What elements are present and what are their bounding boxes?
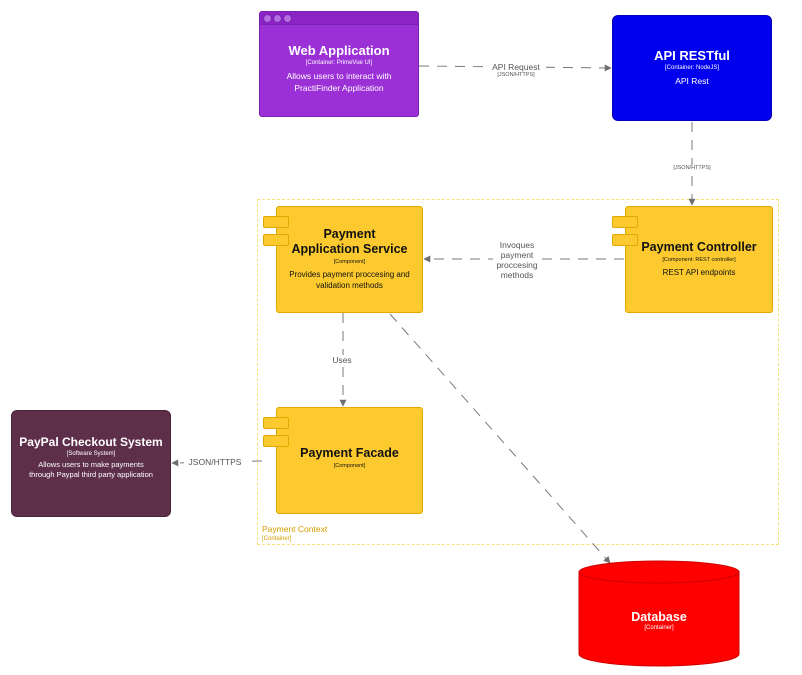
database-node[interactable]: Database [Container] (578, 560, 740, 668)
web-application-node[interactable]: Web Application [Container: PrimeVue UI]… (259, 11, 419, 117)
edge-label-api-to-controller: [JSON/HTTPS] (668, 165, 716, 172)
node-description: Allows users to interact with PractiFind… (286, 71, 392, 93)
node-title: Web Application (288, 43, 390, 58)
node-subtitle: [Software System] (66, 451, 116, 457)
edge-label-tech: [JSON/HTTPS] (497, 72, 535, 78)
node-subtitle: [Component] (333, 259, 366, 265)
paypal-checkout-system-node[interactable]: PayPal Checkout System [Software System]… (11, 410, 171, 517)
component-tab-icon (263, 417, 289, 429)
payment-application-service-node[interactable]: Payment Application Service [Component] … (263, 206, 423, 313)
edge-label-text: API Request (492, 62, 540, 72)
browser-dot-icon (283, 14, 292, 23)
node-description: Allows users to make payments through Pa… (29, 460, 153, 479)
component-tab-icon (263, 435, 289, 447)
component-tab-icon (263, 234, 289, 246)
database-cylinder-icon (578, 560, 740, 667)
node-title: Payment Facade (300, 446, 399, 460)
payment-controller-node[interactable]: Payment Controller [Component: REST cont… (612, 206, 773, 313)
browser-bar (260, 12, 418, 25)
edge-label-api-request: API Request [JSON/HTTPS] (486, 62, 546, 79)
node-title: Payment Controller (641, 240, 757, 254)
node-title: Database (631, 610, 687, 624)
component-tab-icon (612, 216, 638, 228)
edge-label-text: Invoques payment proccesing methods (496, 240, 538, 280)
edge-label-uses: Uses (327, 355, 357, 365)
browser-dot-icon (273, 14, 282, 23)
payment-facade-node[interactable]: Payment Facade [Component] (263, 407, 423, 514)
node-subtitle: [Component] (333, 463, 366, 469)
boundary-label: Payment Context (262, 524, 328, 534)
component-tab-icon (263, 216, 289, 228)
node-title: API RESTful (654, 48, 730, 63)
node-subtitle: [Container: NodeJS] (664, 65, 720, 71)
edge-label-invoques: Invoques payment proccesing methods (493, 240, 541, 280)
browser-dot-icon (263, 14, 272, 23)
node-title: Payment Application Service (291, 227, 408, 256)
node-subtitle: [Container: PrimeVue UI] (305, 60, 373, 66)
node-subtitle: [Component: REST controller] (662, 257, 736, 263)
node-description: Provides payment proccesing and validati… (289, 270, 410, 290)
node-title: PayPal Checkout System (19, 435, 163, 449)
api-restful-node[interactable]: API RESTful [Container: NodeJS] API Rest (612, 15, 772, 121)
payment-context-boundary: Payment Context [Container] (257, 199, 779, 545)
edge-service-to-database (389, 313, 611, 564)
edge-label-text: Uses (332, 355, 352, 365)
node-description: API Rest (675, 76, 709, 86)
node-subtitle: [Container] (644, 625, 674, 631)
component-tab-icon (612, 234, 638, 246)
edge-label-tech: [JSON/HTTPS] (673, 165, 711, 171)
edge-label-text: JSON/HTTPS (188, 457, 242, 467)
boundary-subtitle: [Container] (262, 536, 292, 542)
node-description: REST API endpoints (662, 268, 736, 277)
edge-label-json-https: JSON/HTTPS (184, 457, 246, 467)
